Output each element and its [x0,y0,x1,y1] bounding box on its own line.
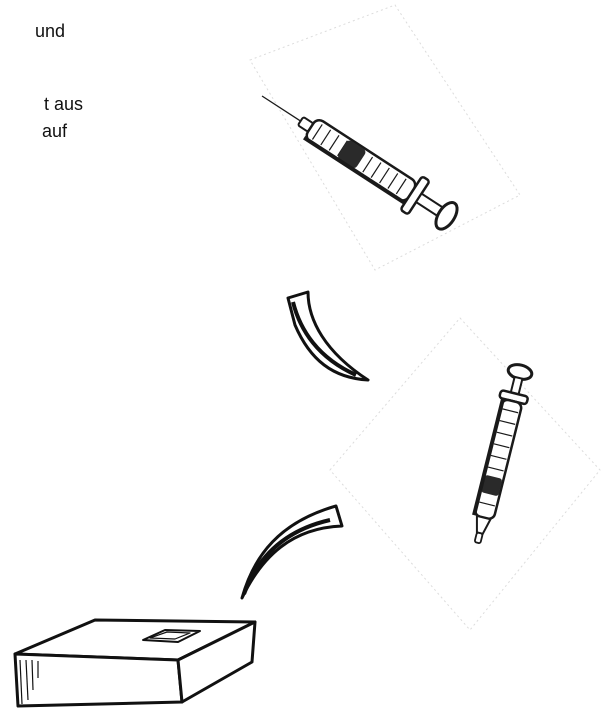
syringe-icon [464,362,535,546]
curved-arrow-icon [288,292,368,380]
syringe-icon [251,79,464,237]
paper-sheet-top [250,5,520,270]
curved-arrow-icon [242,506,342,598]
box-icon [15,620,255,706]
paper-sheet-right [330,318,600,630]
